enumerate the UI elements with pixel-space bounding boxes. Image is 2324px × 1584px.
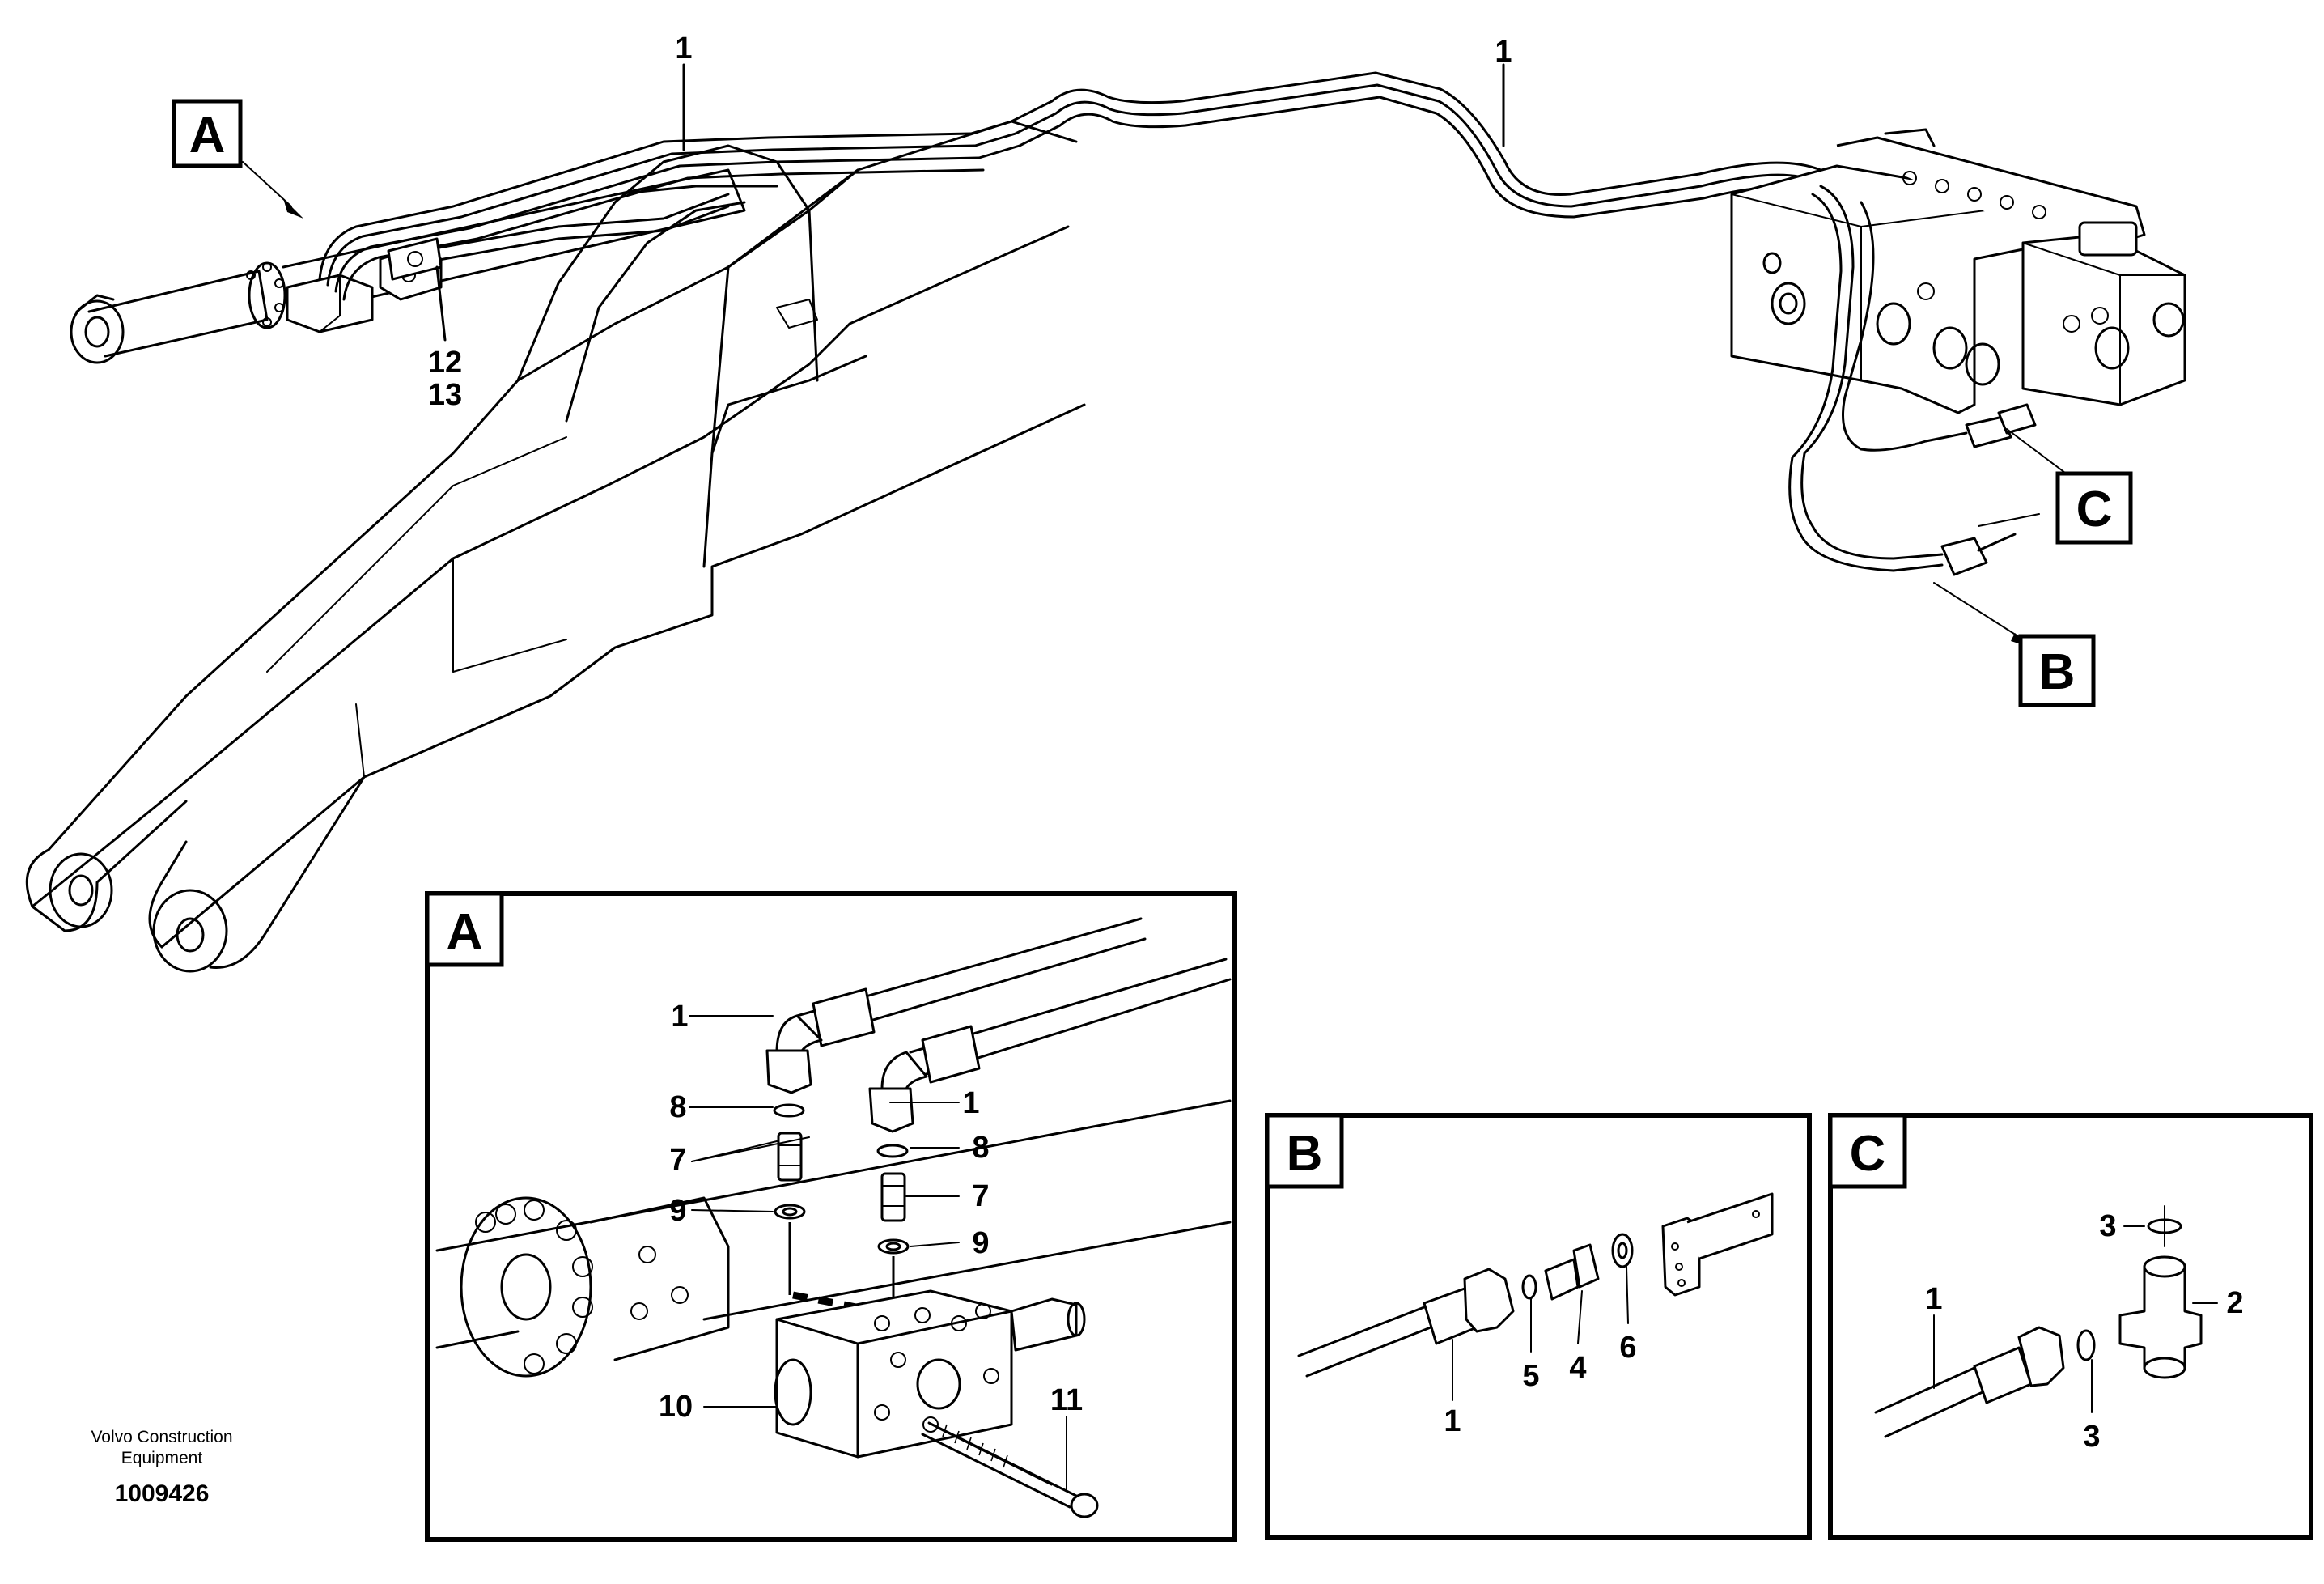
callout-1-right: 1 — [1495, 35, 1512, 69]
detail-B-callout-6: 6 — [1619, 1331, 1636, 1365]
callout-12: 12 — [428, 346, 462, 380]
control-valve — [1730, 128, 2186, 576]
detail-B-callout-1: 1 — [1444, 1404, 1461, 1438]
detail-A-callout-1b: 1 — [962, 1086, 979, 1120]
detail-A-callout-11: 11 — [1050, 1383, 1083, 1417]
detail-C-title: C — [1850, 1126, 1886, 1182]
ref-box-B: B — [2018, 634, 2096, 707]
detail-C-callout-3b: 3 — [2083, 1420, 2100, 1454]
detail-A-callout-9b: 9 — [972, 1226, 989, 1260]
company-name-line2: Equipment — [121, 1449, 203, 1467]
detail-A-callout-8a: 8 — [669, 1090, 686, 1124]
detail-A-callout-8b: 8 — [972, 1131, 989, 1165]
detail-A-callout-9a: 9 — [669, 1194, 686, 1228]
hydraulic-hoses — [318, 71, 1822, 301]
callout-13: 13 — [428, 378, 462, 412]
drawing-number: 1009426 — [115, 1480, 210, 1507]
detail-A-callout-1a: 1 — [671, 1000, 688, 1034]
detail-A-callout-10: 10 — [659, 1390, 693, 1424]
boom-arm — [25, 120, 1086, 973]
svg-text:A: A — [189, 108, 226, 163]
detail-C-callout-2: 2 — [2226, 1286, 2243, 1320]
detail-B-callout-4: 4 — [1569, 1351, 1586, 1385]
ref-box-C: C — [2055, 471, 2133, 545]
svg-text:C: C — [2076, 482, 2113, 537]
callout-1-left: 1 — [675, 32, 692, 66]
detail-A-panel: A — [425, 891, 1237, 1542]
boom-cylinder — [70, 168, 746, 364]
company-name-line1: Volvo Construction — [91, 1428, 232, 1446]
detail-C-panel: C 3 2 1 3 — [1828, 1113, 2313, 1540]
detail-C-callout-3a: 3 — [2099, 1209, 2116, 1243]
detail-B-callout-5: 5 — [1522, 1359, 1539, 1393]
ref-box-A: A — [172, 99, 243, 168]
svg-text:B: B — [2039, 644, 2076, 700]
detail-B-title: B — [1287, 1126, 1323, 1182]
detail-A-title: A — [447, 904, 483, 960]
detail-A-callout-7b: 7 — [972, 1179, 989, 1213]
detail-A-callout-7a: 7 — [669, 1143, 686, 1177]
detail-B-panel: B 1 5 4 6 — [1265, 1113, 1812, 1540]
detail-C-callout-1: 1 — [1925, 1282, 1942, 1316]
